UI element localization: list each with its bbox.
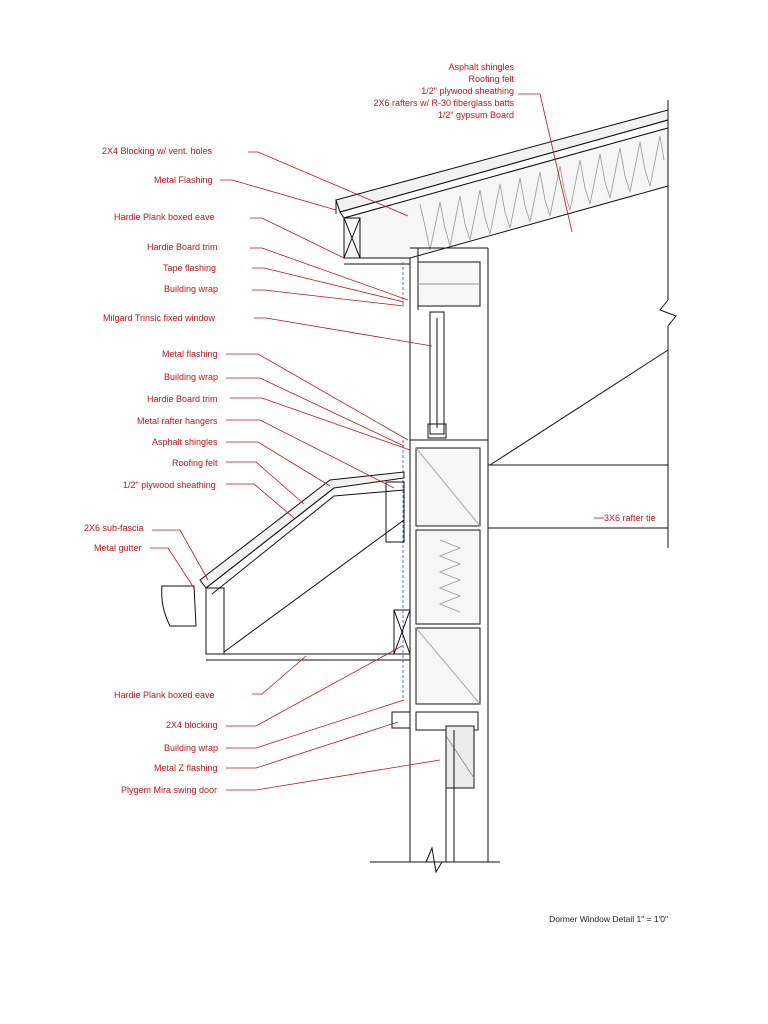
leader-15: [152, 529, 209, 581]
label-fixed-window: Milgard Trinsic fixed window: [103, 313, 216, 323]
batt-1-x: [415, 447, 481, 527]
drawing-caption: Dormer Window Detail 1" = 1'0": [549, 914, 668, 924]
label-boxed-eave-lower: Hardie Plank boxed eave: [114, 690, 215, 700]
metal-gutter: [161, 585, 197, 627]
leader-21: [226, 759, 441, 791]
leader-03: [250, 217, 345, 259]
label-rafter-hangers: Metal rafter hangers: [137, 416, 218, 426]
lower-roof-assembly: [161, 471, 411, 661]
leader-01: [248, 151, 409, 217]
label-plywood-lower: 1/2" plywood sheathing: [123, 480, 216, 490]
lower-roof-rafter-bottom: [223, 519, 405, 653]
leader-09: [226, 377, 405, 447]
label-building-wrap-lower: Building wrap: [164, 743, 219, 753]
upper-eave-block-x2: [343, 217, 361, 259]
label-boxed-eave-upper: Hardie Plank boxed eave: [114, 212, 215, 222]
sub-fascia: [205, 587, 225, 655]
batt-3-x: [415, 627, 481, 705]
wall-batt-2: [415, 529, 481, 625]
roof-label-gypsum: 1/2" gypsum Board: [437, 110, 514, 120]
leader-12: [226, 441, 331, 487]
label-building-wrap-mid: Building wrap: [164, 372, 219, 382]
break-line-upper: [659, 299, 677, 327]
leader-11: [226, 419, 395, 489]
label-swing-door: Plygem Mira swing door: [121, 785, 218, 795]
leader-20: [226, 721, 399, 769]
lower-roof-rafter-top: [333, 489, 405, 497]
leader-10: [230, 397, 411, 451]
leader-19: [226, 699, 405, 749]
label-blocking-vent: 2X4 Blocking w/ vent. holes: [102, 146, 213, 156]
label-tape-flashing: Tape flashing: [163, 263, 217, 273]
roof-label-asphalt-shingles: Asphalt shingles: [448, 62, 514, 72]
leader-05: [252, 267, 405, 303]
rafter-hanger: [385, 481, 405, 543]
leader-17: [252, 655, 307, 695]
leader-08: [226, 353, 409, 441]
label-board-trim-mid: Hardie Board trim: [147, 394, 218, 404]
label-building-wrap-upper: Building wrap: [164, 284, 219, 294]
leader-18: [226, 645, 403, 727]
leader-02: [220, 179, 337, 211]
main-roof-slope: [489, 349, 669, 466]
leader-lines: [150, 93, 604, 791]
dormer-wall-assembly: [370, 247, 668, 874]
label-asphalt-shingles-lower: Asphalt shingles: [152, 437, 218, 447]
label-board-trim-upper: Hardie Board trim: [147, 242, 218, 252]
lower-roof-sheathing: [205, 487, 335, 589]
label-2x4-blocking: 2X4 blocking: [166, 720, 218, 730]
lower-blocking-x2: [393, 609, 411, 655]
leader-07: [254, 317, 433, 347]
label-metal-flashing-upper: Metal Flashing: [154, 175, 213, 185]
leader-14: [226, 483, 295, 519]
upper-roof-batt-pattern: [419, 135, 665, 251]
label-rafter-tie: 3X6 rafter tie: [604, 513, 656, 523]
leader-13: [226, 461, 305, 505]
window-sill: [427, 423, 447, 439]
lower-blocking: [393, 609, 411, 655]
wall-batt-pattern: [438, 539, 462, 613]
label-metal-flashing-mid: Metal flashing: [162, 349, 218, 359]
roof-label-roofing-felt: Roofing felt: [468, 74, 514, 84]
roof-label-rafters: 2X6 rafters w/ R-30 fiberglass batts: [373, 98, 514, 108]
break-line-lower: [425, 846, 443, 874]
leader-roof-stack: [518, 93, 573, 233]
door-head-flashing: [391, 711, 411, 729]
label-metal-z-flashing: Metal Z flashing: [154, 763, 218, 773]
label-sub-fascia: 2X6 sub-fascia: [84, 523, 144, 533]
label-roofing-felt-lower: Roofing felt: [172, 458, 218, 468]
leader-04: [250, 247, 409, 301]
door-panel-hatch: [445, 735, 475, 779]
lower-roof-shingles: [199, 471, 405, 589]
upper-roof-assembly: [335, 100, 677, 548]
leader-06: [252, 289, 405, 307]
roof-label-plywood: 1/2" plywood sheathing: [421, 86, 514, 96]
label-metal-gutter: Metal gutter: [94, 543, 142, 553]
leader-16: [150, 547, 195, 589]
fixed-window-frame: [429, 311, 445, 435]
lower-roof-rafter: [211, 495, 335, 595]
